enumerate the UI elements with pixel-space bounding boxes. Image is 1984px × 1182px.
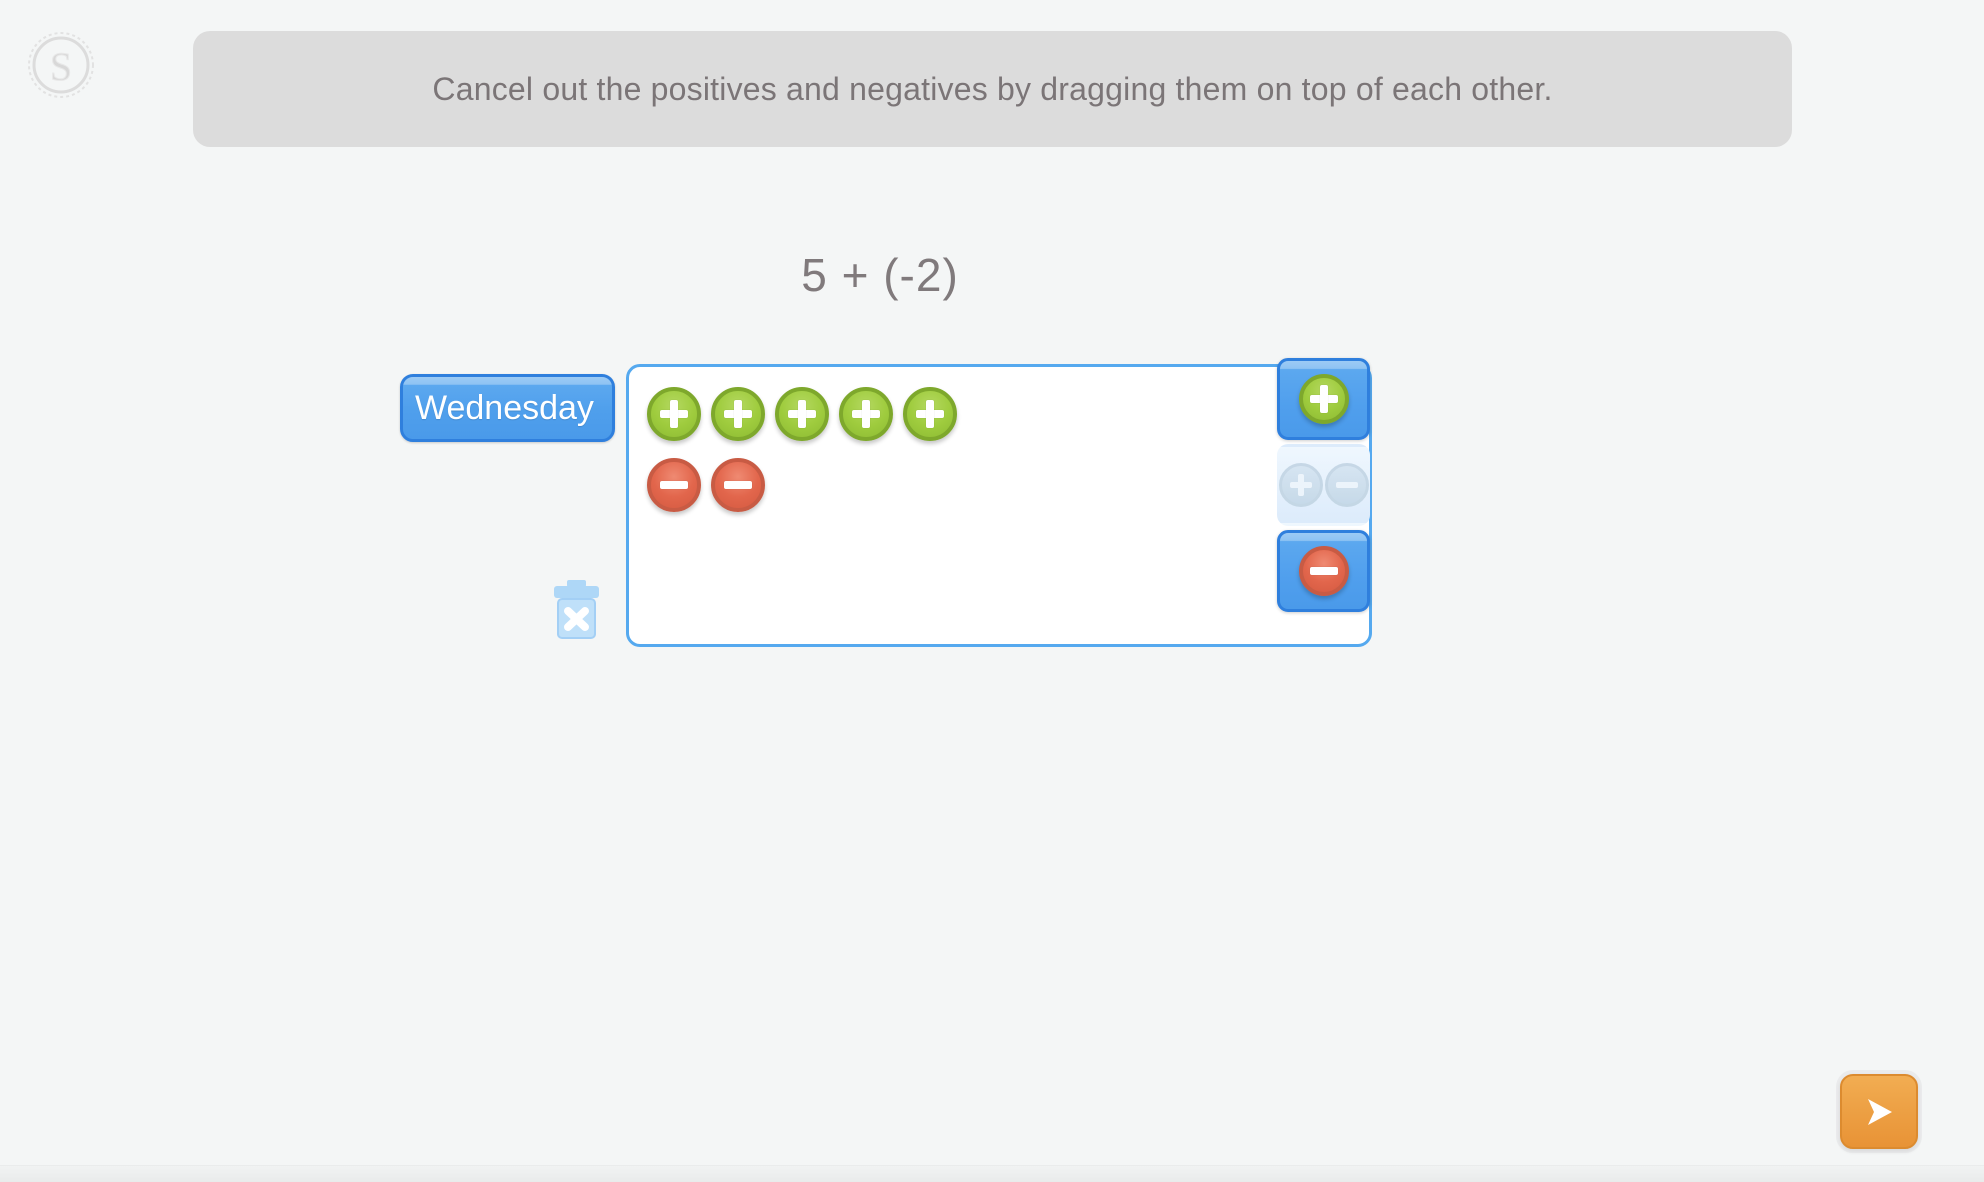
minus-icon xyxy=(660,481,688,489)
day-tab-label: Wednesday xyxy=(415,388,594,427)
plus-icon xyxy=(670,400,678,428)
plus-icon xyxy=(926,400,934,428)
counter-work-area[interactable] xyxy=(626,364,1372,647)
svg-text:S: S xyxy=(50,44,72,89)
counter-toolbar xyxy=(1277,358,1370,612)
next-button[interactable] xyxy=(1840,1074,1918,1149)
negative-counter[interactable] xyxy=(711,458,765,512)
cancel-pair-button[interactable] xyxy=(1277,444,1370,526)
footer-strip xyxy=(0,1165,1984,1182)
minus-circle-icon xyxy=(1298,546,1349,596)
plus-icon xyxy=(798,400,806,428)
ghost-plus-icon xyxy=(1278,463,1323,507)
negative-chip-row xyxy=(647,458,765,512)
ghost-minus-icon xyxy=(1324,463,1369,507)
app-logo: S xyxy=(26,30,96,100)
positive-counter[interactable] xyxy=(775,387,829,441)
plus-icon xyxy=(734,400,742,428)
plus-circle-icon xyxy=(1298,374,1349,424)
instruction-banner: Cancel out the positives and negatives b… xyxy=(193,31,1792,147)
trash-x-icon[interactable] xyxy=(549,578,604,640)
positive-counter[interactable] xyxy=(839,387,893,441)
equation-display: 5 + (-2) xyxy=(801,249,959,301)
arrow-right-icon xyxy=(1868,1098,1892,1125)
minus-icon xyxy=(1309,567,1338,575)
plus-minus-pair-icon xyxy=(1278,463,1369,507)
minus-icon xyxy=(724,481,752,489)
instruction-text: Cancel out the positives and negatives b… xyxy=(432,70,1553,107)
positive-counter[interactable] xyxy=(711,387,765,441)
day-tab-wednesday[interactable]: Wednesday xyxy=(400,374,615,442)
positive-chip-row xyxy=(647,387,957,441)
negative-counter[interactable] xyxy=(647,458,701,512)
plus-icon xyxy=(862,400,870,428)
add-negative-button[interactable] xyxy=(1277,530,1370,612)
plus-icon xyxy=(1319,385,1328,413)
positive-counter[interactable] xyxy=(647,387,701,441)
positive-counter[interactable] xyxy=(903,387,957,441)
add-positive-button[interactable] xyxy=(1277,358,1370,440)
